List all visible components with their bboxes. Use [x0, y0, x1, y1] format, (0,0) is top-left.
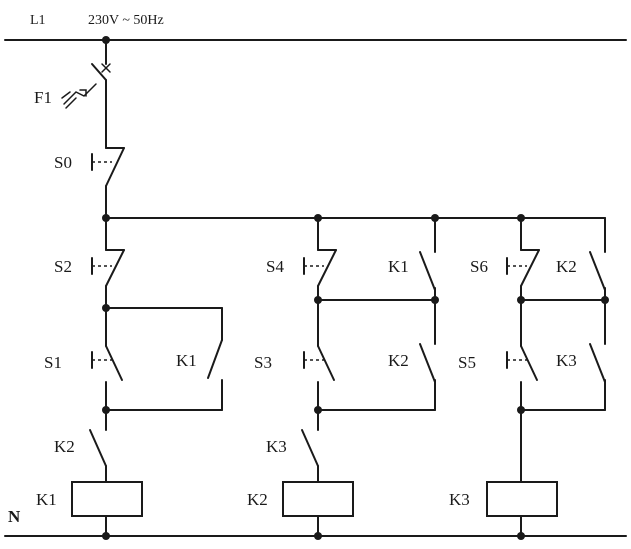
start-switch-s3: S3 — [254, 345, 335, 411]
distribution-bus — [102, 214, 606, 247]
fuse-blade — [91, 63, 107, 81]
upper-contact-label: K1 — [388, 257, 409, 276]
stop-label: S0 — [54, 153, 72, 172]
contact-blade — [317, 345, 335, 381]
upper-contact-k2: K2 — [556, 245, 606, 301]
stop-switch-s6: S6 — [470, 217, 540, 301]
junction-dot — [314, 532, 322, 540]
branch-2: S4 K1 S3 K2 K3 — [247, 217, 439, 540]
contact-blade — [419, 343, 436, 383]
contact-blade — [105, 147, 125, 187]
stop-switch-s0: S0 — [54, 107, 125, 219]
main-feed: F1 S0 — [34, 36, 125, 219]
start-label: S3 — [254, 353, 272, 372]
contact-blade — [207, 339, 223, 379]
hold-label: K3 — [556, 351, 577, 370]
stop-switch-s2: S2 — [54, 217, 125, 309]
start-switch-s1: S1 — [44, 307, 123, 411]
interlock-contact-k2: K2 — [54, 409, 107, 483]
start-label: S1 — [44, 353, 62, 372]
hold-contact-k2: K2 — [388, 343, 436, 411]
l1-label: L1 — [30, 13, 46, 28]
thermal-trip-icon — [79, 89, 87, 97]
stop-label: S4 — [266, 257, 284, 276]
contact-blade — [317, 249, 337, 287]
junction-dot — [517, 532, 525, 540]
coil-label: K2 — [247, 490, 268, 509]
hold-contact-k3: K3 — [556, 343, 606, 411]
stop-switch-s4: S4 — [266, 217, 337, 301]
hold-label: K2 — [388, 351, 409, 370]
contact-blade — [105, 249, 125, 287]
contact-blade — [589, 343, 606, 383]
interlock-label: K3 — [266, 437, 287, 456]
upper-contact-k1: K1 — [388, 217, 436, 301]
voltage-label: 230V ~ 50Hz — [88, 13, 164, 28]
hold-contact-k1: K1 — [176, 339, 223, 411]
coil-box — [282, 481, 354, 517]
coil-k1: K1 — [36, 481, 143, 540]
coil-k2: K2 — [247, 481, 354, 540]
coil-label: K3 — [449, 490, 470, 509]
contact-blade — [520, 345, 538, 381]
stop-label: S6 — [470, 257, 488, 276]
upper-contact-label: K2 — [556, 257, 577, 276]
start-label: S5 — [458, 353, 476, 372]
interlock-label: K2 — [54, 437, 75, 456]
fuse-cross — [101, 63, 111, 73]
contact-blade — [520, 249, 540, 287]
contact-blade — [89, 429, 107, 467]
contact-blade — [105, 345, 123, 381]
coil-box — [486, 481, 558, 517]
coil-label: K1 — [36, 490, 57, 509]
junction-dot — [102, 532, 110, 540]
stop-label: S2 — [54, 257, 72, 276]
contact-blade — [301, 429, 319, 467]
contact-blade — [589, 251, 606, 291]
start-switch-s5: S5 — [458, 345, 538, 411]
branch-3: S6 K2 S5 K3 — [449, 217, 609, 540]
neutral-label: N — [8, 507, 21, 526]
interlock-contact-k3: K3 — [266, 409, 319, 483]
thermal-trip-icon — [61, 83, 97, 109]
hold-label: K1 — [176, 351, 197, 370]
contact-blade — [419, 251, 436, 291]
fuse-label: F1 — [34, 88, 52, 107]
fuse-f1: F1 — [34, 63, 107, 109]
coil-box — [71, 481, 143, 517]
coil-k3: K3 — [449, 481, 558, 540]
branch-1: S2 S1 K1 K2 K1 — [36, 217, 223, 540]
supply-rails: L1 230V ~ 50Hz N — [4, 13, 627, 537]
